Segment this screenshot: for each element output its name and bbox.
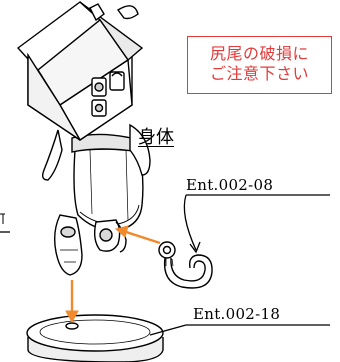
leader-curve-tail — [183, 194, 197, 251]
orange-arrows — [65, 225, 161, 324]
base-part-number: Ent.002-18 — [193, 305, 281, 323]
house-head — [16, 1, 144, 142]
body-label: 身体 — [138, 127, 174, 148]
arrow-tail-insert — [125, 230, 161, 245]
display-base — [26, 314, 164, 362]
tail-caution-notice: 尻尾の破損に ご注意下さい — [187, 36, 332, 94]
cropped-glyph — [0, 213, 5, 224]
leader-lines — [0, 194, 330, 336]
tail-part-number: Ent.002-08 — [186, 176, 274, 194]
figure-legs — [53, 214, 127, 276]
notice-line-2: ご注意下さい — [209, 64, 309, 83]
leader-arrowhead-tail — [189, 241, 201, 254]
base-peg-hole — [65, 322, 79, 330]
leader-connector-base — [149, 324, 187, 336]
arrow-tail-insert-head — [114, 225, 129, 238]
tail-part — [158, 241, 213, 289]
arrow-base-insert-head — [65, 310, 79, 324]
notice-line-1: 尻尾の破損に — [209, 44, 309, 63]
figure-body — [41, 123, 151, 231]
